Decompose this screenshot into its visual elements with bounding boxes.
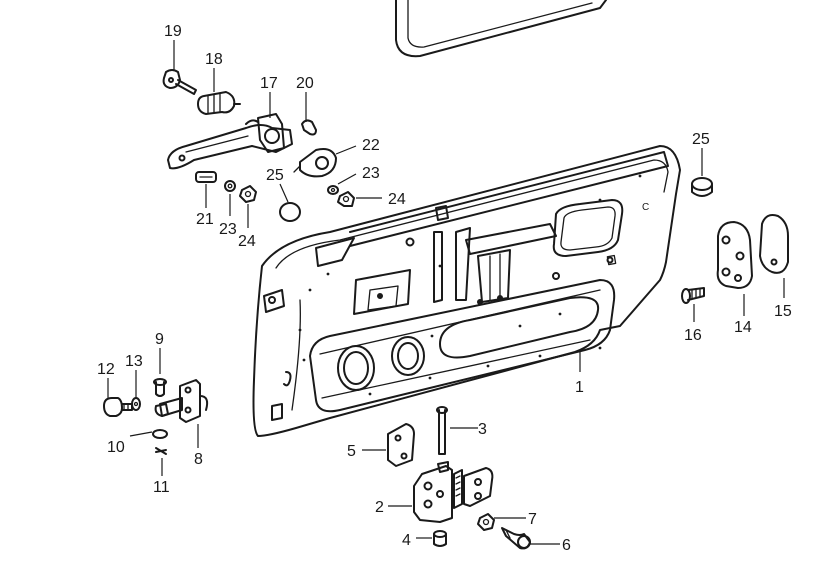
striker-screw (681, 287, 705, 304)
callout-20: 20 (296, 75, 314, 92)
callout-6: 6 (562, 537, 571, 554)
callout-4: 4 (402, 532, 411, 549)
handle-spring-clip (301, 119, 317, 136)
hinge-pin (436, 406, 448, 455)
panel-mark-label: C (642, 202, 649, 213)
callout-2: 2 (375, 499, 384, 516)
callout-21: 21 (196, 211, 214, 228)
nut-left (239, 185, 257, 203)
washer-right (327, 185, 339, 195)
callout-18: 18 (205, 51, 223, 68)
callout-24-right: 24 (388, 191, 406, 208)
callout-3: 3 (478, 421, 487, 438)
callout-14: 14 (734, 319, 752, 336)
check-pin (153, 378, 167, 397)
door-key (162, 69, 197, 95)
hinge-shim-plate (387, 423, 415, 467)
door-check-strap (154, 379, 209, 423)
hinge-nut (477, 513, 495, 531)
callout-23-left: 23 (219, 221, 237, 238)
door-shell (252, 145, 681, 437)
lock-cylinder (197, 91, 241, 115)
callout-13: 13 (125, 353, 143, 370)
callout-17: 17 (260, 75, 278, 92)
callout-8: 8 (194, 451, 203, 468)
callout-25-left: 25 (266, 167, 284, 184)
callout-24-left: 24 (238, 233, 256, 250)
callout-12: 12 (97, 361, 115, 378)
callout-9: 9 (155, 331, 164, 348)
callout-19: 19 (164, 23, 182, 40)
outside-door-handle (167, 113, 293, 170)
leader-lines (107, 40, 785, 545)
callout-25-right: 25 (692, 131, 710, 148)
callout-23-right: 23 (362, 165, 380, 182)
door-hinge (413, 461, 494, 523)
check-bolt (103, 397, 133, 417)
callout-15: 15 (774, 303, 792, 320)
nut-right (337, 191, 355, 207)
washer-left (224, 180, 236, 192)
callout-labels: 1 2 3 4 5 6 7 8 9 10 11 12 13 14 15 16 1… (97, 23, 792, 554)
callout-16: 16 (684, 327, 702, 344)
hinge-screw (501, 527, 531, 550)
callout-10: 10 (107, 439, 125, 456)
striker-gasket (759, 214, 789, 274)
check-plate (152, 429, 168, 439)
callout-5: 5 (347, 443, 356, 460)
hinge-bushing (433, 530, 447, 547)
callout-11: 11 (153, 479, 170, 496)
striker-plate (716, 221, 753, 289)
callout-7: 7 (528, 511, 537, 528)
callout-22: 22 (362, 137, 380, 154)
rubber-plug-left (279, 202, 301, 222)
cotter-pin (155, 447, 167, 455)
rubber-plug-right (691, 177, 713, 197)
check-washer (131, 397, 141, 411)
handle-gasket (195, 171, 217, 183)
callout-1: 1 (575, 379, 584, 396)
trim-bracket (293, 148, 337, 178)
window-frame (395, 0, 607, 58)
